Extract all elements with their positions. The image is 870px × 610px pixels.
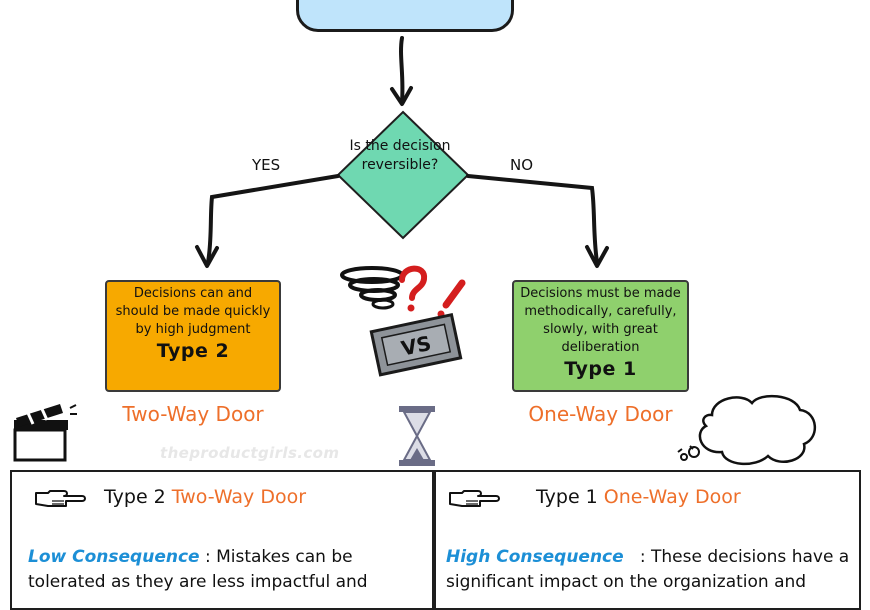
no-label: NO <box>510 156 534 174</box>
hourglass-icon <box>399 406 435 466</box>
arrow-start-to-decision <box>399 36 405 104</box>
pointing-hand-icon <box>35 490 86 507</box>
vs-plate: VS <box>369 312 463 377</box>
type1-description: Decisions must be made methodically, car… <box>520 286 681 355</box>
clapperboard-icon <box>13 404 77 462</box>
type2-panel-door: Two-Way Door <box>171 486 307 508</box>
yes-label: YES <box>252 156 281 174</box>
one-way-door-label: One-Way Door <box>528 402 673 426</box>
type2-panel-type: Type 2 <box>104 486 166 508</box>
type1-box: Decisions must be made methodically, car… <box>512 280 689 392</box>
yes-branch-line <box>206 174 340 264</box>
type1-panel-body: High Consequence : These decisions have … <box>446 545 849 595</box>
arrowhead-yes <box>195 245 219 268</box>
question-exclamation-doodle <box>399 265 466 318</box>
start-box <box>296 0 514 32</box>
type2-panel-body: Low Consequence : Mistakes can be tolera… <box>28 545 368 595</box>
pointing-hand-icon <box>449 490 500 507</box>
type1-text-line2: significant impact on the organization a… <box>446 572 807 592</box>
decision-diamond <box>336 110 470 240</box>
arrowhead-start <box>390 86 413 106</box>
type1-consequence: High Consequence <box>446 547 624 567</box>
no-branch-line <box>466 174 599 264</box>
type1-panel-type: Type 1 <box>536 486 598 508</box>
type2-consequence: Low Consequence <box>28 547 200 567</box>
type1-title: Type 1 <box>564 358 637 380</box>
type2-title: Type 2 <box>156 340 230 362</box>
arrowhead-no <box>585 245 609 268</box>
type1-text-line1: : These decisions have a <box>623 547 850 567</box>
type2-text-line1: : Mistakes can be <box>199 547 353 567</box>
type2-text-line2: tolerated as they are less impactful and <box>28 572 368 592</box>
two-way-door-label: Two-Way Door <box>122 402 264 426</box>
type2-description: Decisions can and should be made quickly… <box>115 286 271 337</box>
type1-panel-door: One-Way Door <box>603 486 741 508</box>
watermark: theproductgirls.com <box>160 444 340 462</box>
type2-box: Decisions can and should be made quickly… <box>105 280 281 392</box>
tornado-doodle <box>340 266 404 310</box>
cloud-doodle <box>677 394 816 465</box>
decision-question: Is the decision reversible? <box>349 138 451 173</box>
